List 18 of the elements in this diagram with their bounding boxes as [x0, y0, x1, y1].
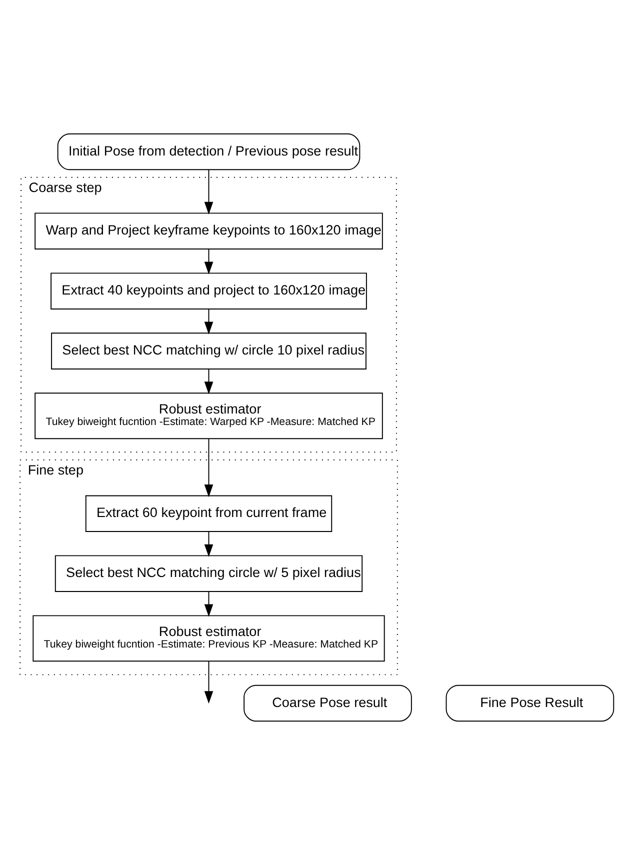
node-box: Extract 60 keypoint from current frame: [85, 494, 332, 532]
arrow: [204, 590, 214, 616]
node-box: Coarse Pose result: [244, 684, 412, 722]
arrow: [204, 368, 214, 394]
arrow: [204, 438, 214, 497]
arrow: [204, 308, 214, 334]
node-box: Initial Pose from detection / Previous pose result: [57, 132, 360, 170]
node-box: Fine Pose Result: [446, 684, 614, 722]
arrow: [204, 530, 214, 556]
node-box: Warp and Project keyframe keypoints to 160x120 image: [34, 212, 383, 249]
node-box: Robust estimator Tukey biweight fucntion -Estimate: Previous KP -Measure: Matched KP: [32, 614, 385, 662]
node-box: Robust estimator Tukey biweight fucntion -Estimate: Warped KP -Measure: Matched KP: [34, 392, 383, 439]
arrow: [204, 248, 214, 274]
arrow: [204, 168, 214, 214]
arrow: [204, 660, 214, 704]
node-box: Select best NCC matching w/ circle 10 pixel radius: [51, 332, 366, 369]
node-box: Extract 40 keypoints and project to 160x120 image: [50, 272, 367, 309]
node-box: Select best NCC matching circle w/ 5 pixel radius: [54, 554, 363, 592]
